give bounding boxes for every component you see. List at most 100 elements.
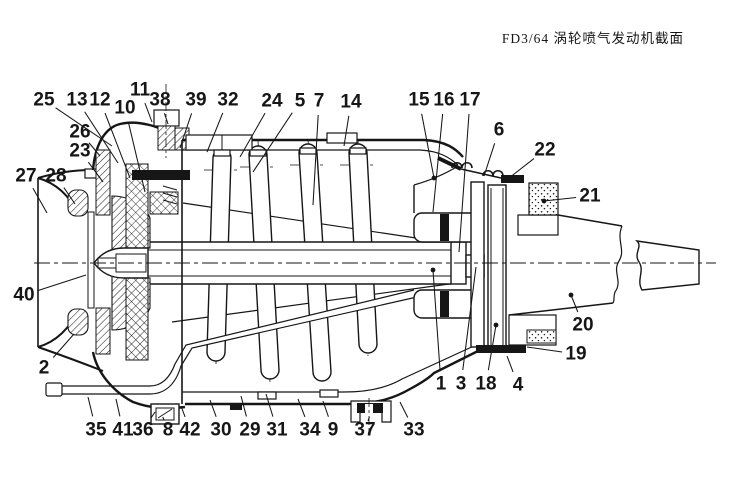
callout-24: 24 (261, 91, 283, 112)
leader-line-28 (63, 187, 76, 205)
callout-35: 35 (85, 420, 107, 441)
callout-36: 36 (132, 420, 153, 441)
callout-10: 10 (114, 98, 135, 119)
leader-line-22 (508, 158, 535, 179)
leader-line-12 (104, 112, 131, 179)
callout-17: 17 (459, 90, 480, 111)
casing-outer-top (182, 138, 464, 158)
leader-line-20 (570, 294, 579, 313)
callout-27: 27 (15, 166, 36, 187)
leader-line-37 (367, 416, 370, 422)
tail-cone (635, 240, 700, 291)
external-fittings (45, 382, 392, 432)
leader-line-15 (421, 113, 435, 179)
casing-inner-bottom (182, 344, 477, 393)
callout-19: 19 (565, 344, 586, 365)
leader-line-23 (87, 161, 104, 183)
callout-25: 25 (33, 90, 55, 111)
leader-line-1 (432, 269, 441, 371)
leader-line-39 (179, 113, 193, 149)
leader-line-18 (487, 324, 497, 371)
callout-15: 15 (408, 90, 430, 111)
leader-line-31 (265, 393, 274, 417)
fuel-feed-pipe (149, 289, 418, 395)
fuel-inlet-pipe (62, 385, 150, 395)
leader-line-11 (144, 102, 153, 123)
leader-line-9 (322, 400, 329, 417)
callout-4: 4 (513, 375, 524, 396)
leader-line-3 (462, 266, 477, 371)
leader-line-26 (88, 142, 101, 157)
callout-13: 13 (66, 90, 87, 111)
leader-line-29 (240, 395, 247, 417)
leader-line-2 (52, 333, 75, 358)
callout-31: 31 (266, 420, 288, 441)
callout-16: 16 (433, 90, 454, 111)
callout-9: 9 (328, 420, 339, 441)
callout-11: 11 (130, 80, 151, 101)
leader-line-8 (162, 416, 165, 421)
leader-line-10 (127, 121, 146, 193)
leader-line-5 (252, 112, 293, 173)
top-seal-dark (501, 175, 524, 183)
leader-line-35 (87, 396, 94, 417)
intake-bell (37, 168, 104, 372)
turbine-inlet-ring (470, 181, 485, 348)
callout-7: 7 (314, 91, 325, 112)
diaphragm-plate (87, 211, 95, 309)
bearing-boss-lower (67, 308, 89, 336)
nozzle-liner-lower (526, 329, 557, 344)
leader-line-27 (32, 187, 48, 214)
callout-6: 6 (494, 120, 505, 141)
callout-32: 32 (217, 90, 238, 111)
break-line (612, 225, 623, 304)
figure-title: FD3/64 涡轮喷气发动机截面 (501, 31, 684, 46)
leader-line-4 (506, 355, 514, 373)
callout-2: 2 (39, 358, 50, 379)
leader-line-40 (37, 274, 87, 292)
leader-line-19 (526, 346, 563, 353)
combustor-casing (181, 132, 502, 410)
top-plate (185, 134, 253, 151)
leader-dot-20 (568, 292, 574, 298)
callout-29: 29 (239, 420, 260, 441)
spring-detail (162, 185, 178, 205)
callout-40: 40 (13, 285, 34, 306)
callout-38: 38 (149, 90, 170, 111)
compressor-front-section (67, 84, 190, 410)
callout-20: 20 (572, 315, 593, 336)
leader-line-34 (297, 398, 306, 418)
callout-12: 12 (89, 90, 110, 111)
gearbox-nut (149, 191, 179, 215)
callout-1: 1 (436, 374, 447, 395)
top-bolt-shank (157, 125, 176, 151)
callout-14: 14 (340, 92, 362, 113)
turbine-section (413, 161, 526, 353)
callout-41: 41 (112, 420, 134, 441)
leader-line-21 (543, 196, 577, 202)
leader-line-14 (343, 115, 350, 147)
leader-line-32 (206, 112, 224, 153)
leader-line-41 (115, 398, 121, 417)
front-ring-upper (95, 149, 111, 216)
callout-21: 21 (579, 186, 601, 207)
callout-5: 5 (295, 91, 306, 112)
callout-30: 30 (210, 420, 231, 441)
leader-line-6 (483, 143, 496, 177)
leader-line-33 (399, 401, 409, 418)
callout-28: 28 (45, 166, 66, 187)
callout-18: 18 (475, 374, 496, 395)
callout-37: 37 (354, 420, 375, 441)
bearing-boss-upper (67, 189, 89, 217)
callout-39: 39 (185, 90, 206, 111)
callout-26: 26 (69, 122, 90, 143)
clamp-upper (451, 161, 473, 169)
callout-23: 23 (69, 141, 90, 162)
leader-line-7 (312, 114, 319, 206)
leader-line-30 (209, 399, 217, 418)
leader-dot-18 (493, 322, 499, 328)
fuel-inlet-cap (45, 382, 63, 397)
leader-line-42 (180, 405, 186, 418)
